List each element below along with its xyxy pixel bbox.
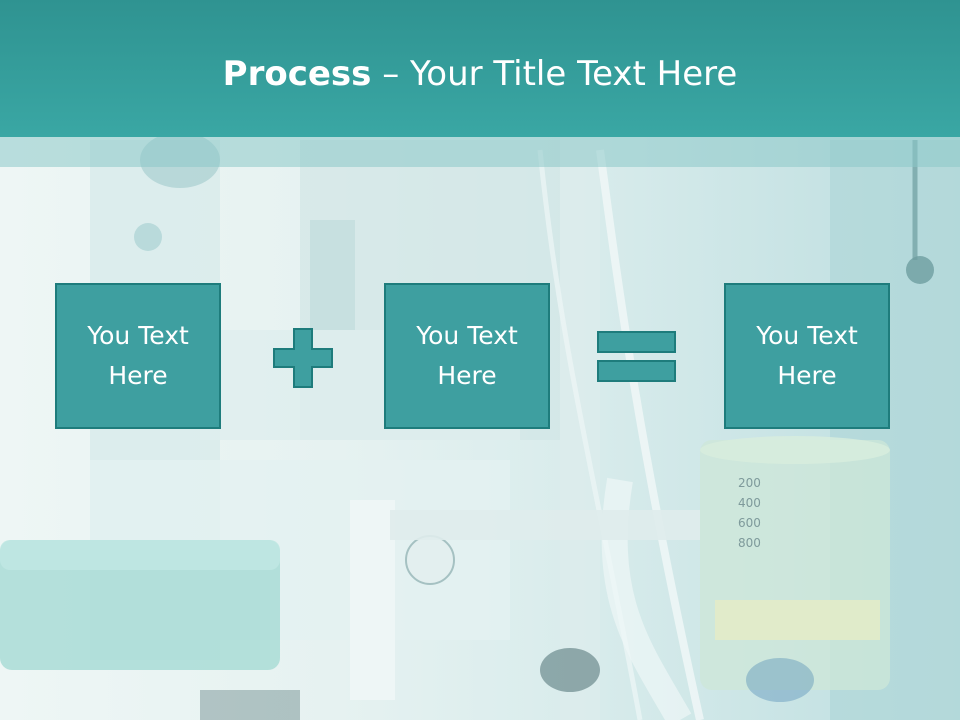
title-bar-band: [0, 137, 960, 167]
gauge-label-600: 600: [738, 516, 761, 530]
gauge-label-400: 400: [738, 496, 761, 510]
equals-icon: [597, 331, 676, 382]
process-box-1-label: You Text Here: [87, 321, 189, 390]
gauge-label-200: 200: [738, 476, 761, 490]
process-box-2-label: You Text Here: [416, 321, 518, 390]
title-bar: [0, 0, 960, 137]
plus-icon: [273, 328, 333, 388]
gauge-label-800: 800: [738, 536, 761, 550]
process-box-1[interactable]: You Text Here: [55, 283, 221, 429]
title-dash: –: [371, 54, 411, 94]
title-bold: Process: [222, 54, 372, 94]
process-box-3-label: You Text Here: [756, 321, 858, 390]
title-text: Your Title Text Here: [410, 54, 738, 94]
process-box-3[interactable]: You Text Here: [724, 283, 890, 429]
process-box-2[interactable]: You Text Here: [384, 283, 550, 429]
slide-title[interactable]: Process – Your Title Text Here: [0, 52, 960, 96]
